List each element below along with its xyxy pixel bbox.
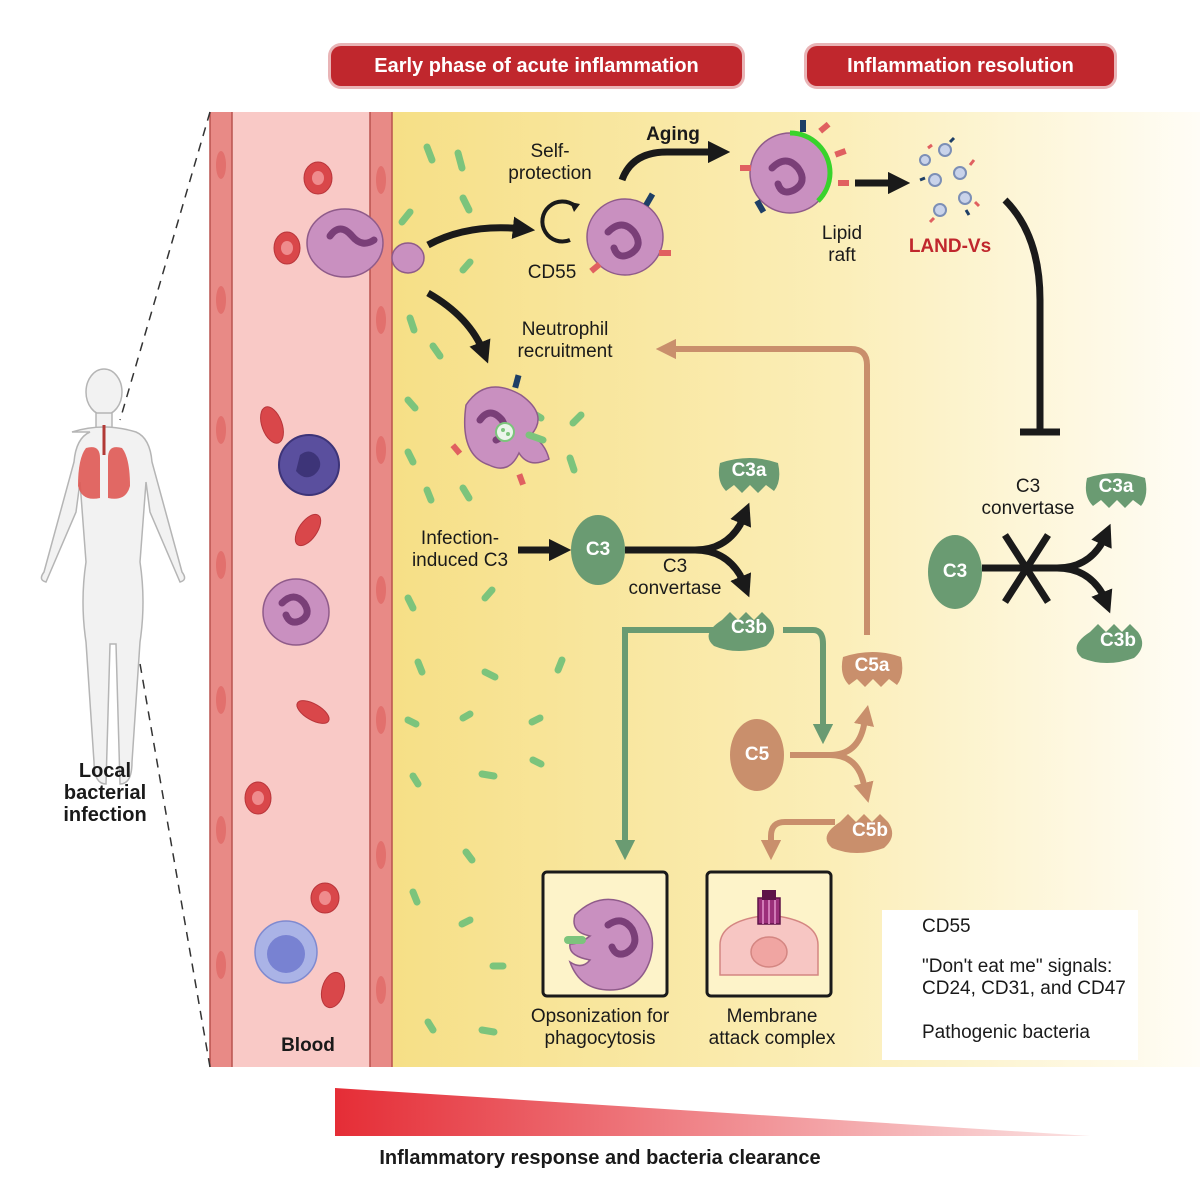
- legend-signals-label: "Don't eat me" signals: CD24, CD31, and …: [922, 956, 1126, 999]
- inflammation-gradient-wedge: [335, 1088, 1090, 1136]
- c3b-right-shape: [1076, 624, 1143, 663]
- label-lipid-raft: Lipid raft: [821, 223, 863, 266]
- mol-c3: C3: [585, 539, 611, 560]
- c3-right-oval: [928, 535, 982, 609]
- legend: CD55 "Don't eat me" signals: CD24, CD31,…: [882, 910, 1138, 1060]
- c3a-shape: [718, 458, 780, 493]
- legend-cd55-label: CD55: [922, 916, 971, 937]
- self-protection-loop: [540, 199, 577, 244]
- header-resolution: Inflammation resolution: [807, 46, 1114, 86]
- zoom-line-bottom: [121, 559, 211, 1068]
- arrow-to-recruitment: [426, 289, 491, 364]
- label-self-protection: Self- protection: [508, 141, 592, 184]
- blood-vessel: [209, 112, 425, 1067]
- label-aging: Aging: [646, 124, 700, 145]
- c5a-shape: [841, 652, 903, 687]
- mol-c3-right: C3: [942, 561, 968, 582]
- land-vesicles: [919, 143, 972, 217]
- mol-c3b: C3b: [731, 617, 767, 638]
- mol-c5a: C5a: [854, 655, 890, 676]
- c3b-shape: [708, 612, 775, 651]
- label-neutrophil-recruitment: Neutrophil recruitment: [517, 319, 613, 362]
- c5-oval: [730, 719, 784, 791]
- blood-neutrophil: [262, 578, 330, 646]
- label-blood: Blood: [281, 1035, 335, 1056]
- arrow-c5a-recruitment: [655, 338, 870, 635]
- arrow-to-self-protection: [426, 216, 536, 249]
- label-land-vs: LAND-Vs: [908, 236, 992, 257]
- header-early-phase: Early phase of acute inflammation: [331, 46, 742, 86]
- c5b-shape: [826, 814, 893, 853]
- label-mac: Membrane attack complex: [708, 1006, 836, 1049]
- label-infection-c3: Infection- induced C3: [411, 528, 509, 571]
- mol-c3a: C3a: [731, 460, 767, 481]
- mol-c5b: C5b: [852, 820, 888, 841]
- arrow-aging: [618, 140, 731, 182]
- c3-oval: [571, 515, 625, 585]
- mol-c3b-right: C3b: [1100, 630, 1136, 651]
- mac-box: [705, 870, 833, 998]
- lymphocyte: [254, 920, 318, 984]
- legend-bacteria-label: Pathogenic bacteria: [922, 1022, 1090, 1043]
- protected-neutrophil: [586, 192, 671, 276]
- mol-c5: C5: [744, 744, 770, 765]
- block-cross-icon: [1002, 533, 1051, 604]
- arrow-c5b-mac: [760, 819, 835, 861]
- arrow-c3b-c5: [783, 627, 834, 745]
- lungs-icon: [78, 447, 130, 499]
- label-c3-convertase: C3 convertase: [628, 556, 722, 599]
- zoom-line-top: [119, 111, 211, 421]
- label-cd55: CD55: [527, 262, 577, 283]
- aged-neutrophil: [740, 120, 849, 214]
- arrow-c3b-opsonization: [614, 627, 720, 861]
- label-local-infection: Local bacterial infection: [63, 760, 147, 826]
- human-body-icon: [40, 368, 186, 785]
- monocyte: [278, 434, 340, 496]
- label-c3-convertase-right: C3 convertase: [981, 476, 1075, 519]
- bacteria-field: [398, 143, 585, 1036]
- phagocytic-neutrophil: [450, 374, 550, 486]
- transmigrating-neutrophil: [306, 208, 425, 278]
- label-opsonization: Opsonization for phagocytosis: [530, 1006, 670, 1049]
- c3a-right-shape: [1085, 473, 1147, 508]
- inhibition-line: [1002, 197, 1044, 430]
- mol-c3a-right: C3a: [1098, 476, 1134, 497]
- opsonization-box: [541, 870, 669, 998]
- label-gradient: Inflammatory response and bacteria clear…: [379, 1147, 821, 1169]
